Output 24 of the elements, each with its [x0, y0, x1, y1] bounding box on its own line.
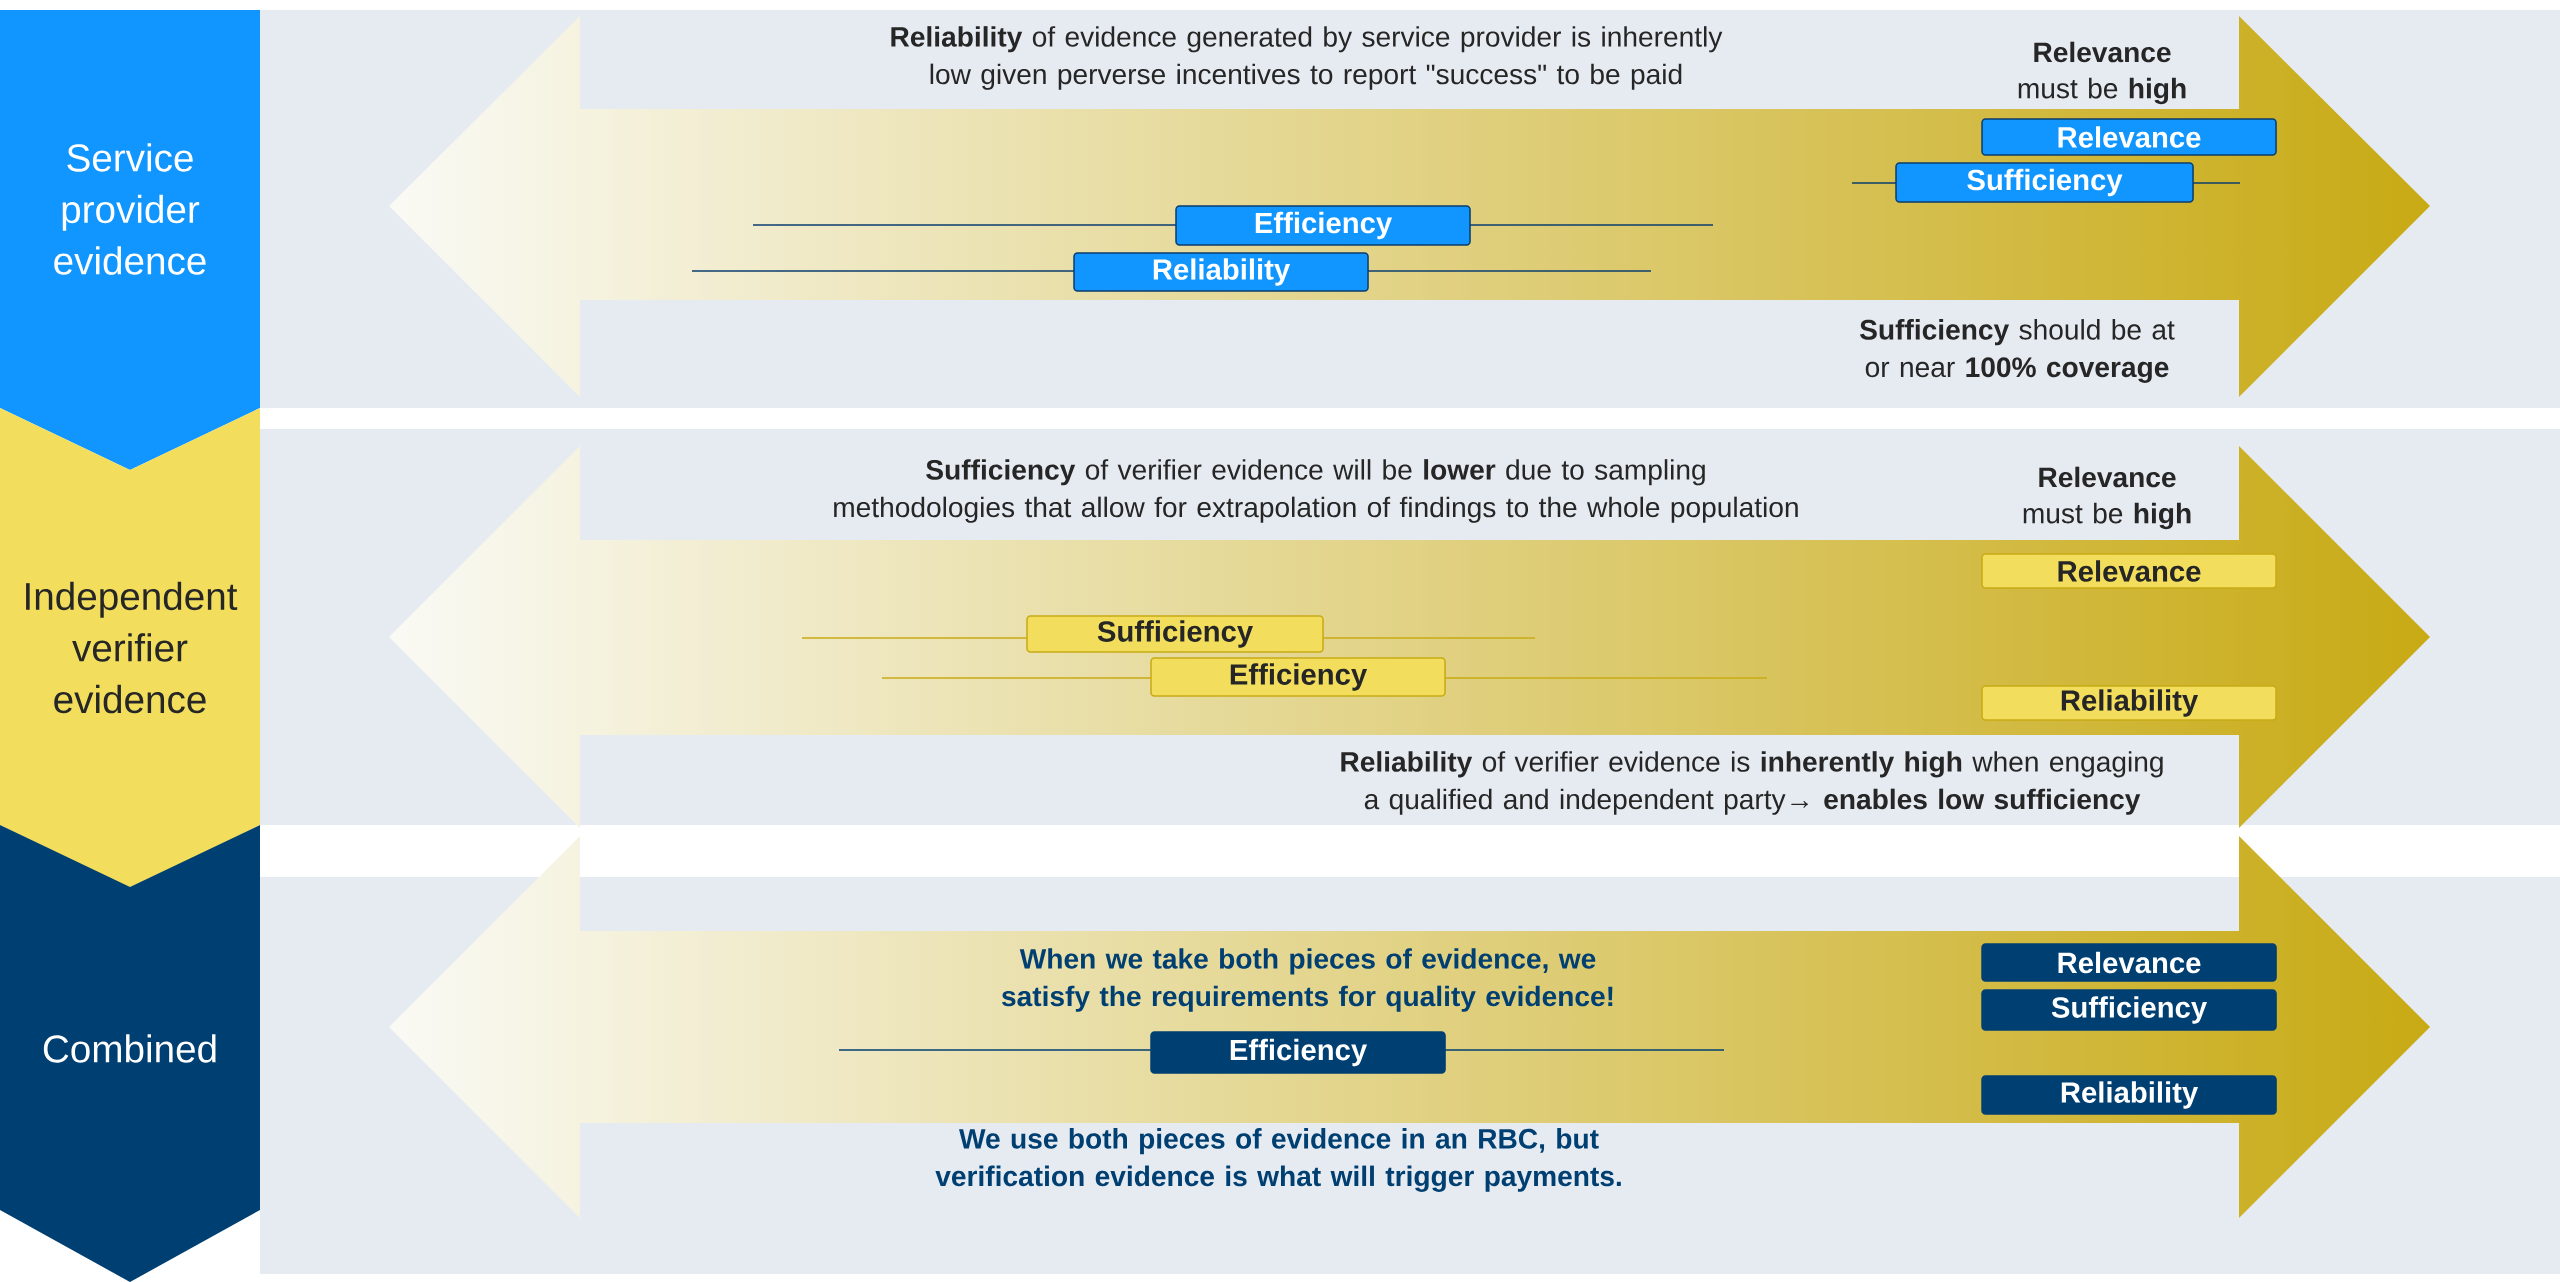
- rating-bar: Sufficiency: [1026, 615, 1324, 653]
- rating-bar: Sufficiency: [1895, 162, 2194, 203]
- rating-bar: Efficiency: [1150, 1031, 1446, 1074]
- note-text: Reliability of evidence generated by service provider is inherently low given perverse incentives to report "success" to be paid: [891, 26, 1723, 90]
- note-text: When we take both pieces of evidence, we satisfy the requirements for quality evidence!: [1001, 948, 1613, 1012]
- chevron-label: Service provider evidence: [0, 10, 260, 470]
- rating-bar: Efficiency: [1150, 657, 1446, 697]
- note-text: Relevance: [2039, 466, 2176, 488]
- rating-bar: Reliability: [1981, 685, 2277, 721]
- rating-bar: Sufficiency: [1981, 989, 2277, 1031]
- note-text: Reliability of verifier evidence is inherently high when engaging a qualified and independent party→ enables low sufficiency: [1341, 751, 2163, 815]
- chevron-label: Independent verifier evidence: [0, 408, 260, 890]
- rating-bar: Relevance: [1981, 553, 2277, 589]
- chevron-label: Combined: [0, 825, 260, 1282]
- rating-bar: Reliability: [1073, 252, 1369, 292]
- note-text: We use both pieces of evidence in an RBC, but verification evidence is what will trigger payments.: [935, 1128, 1621, 1192]
- rating-bar: Reliability: [1981, 1075, 2277, 1115]
- rating-bar: Relevance: [1981, 118, 2277, 156]
- rating-bar: Efficiency: [1175, 205, 1471, 246]
- note-text: Sufficiency should be at or near 100% coverage: [1860, 319, 2175, 383]
- rating-bar: Relevance: [1981, 943, 2277, 982]
- note-text: Sufficiency of verifier evidence will be lower due to sampling methodologies that allow for extrapolation of findings to the whole population: [834, 459, 1798, 523]
- note-text: Relevance: [2034, 41, 2171, 63]
- note-text: must be high: [2018, 77, 2186, 105]
